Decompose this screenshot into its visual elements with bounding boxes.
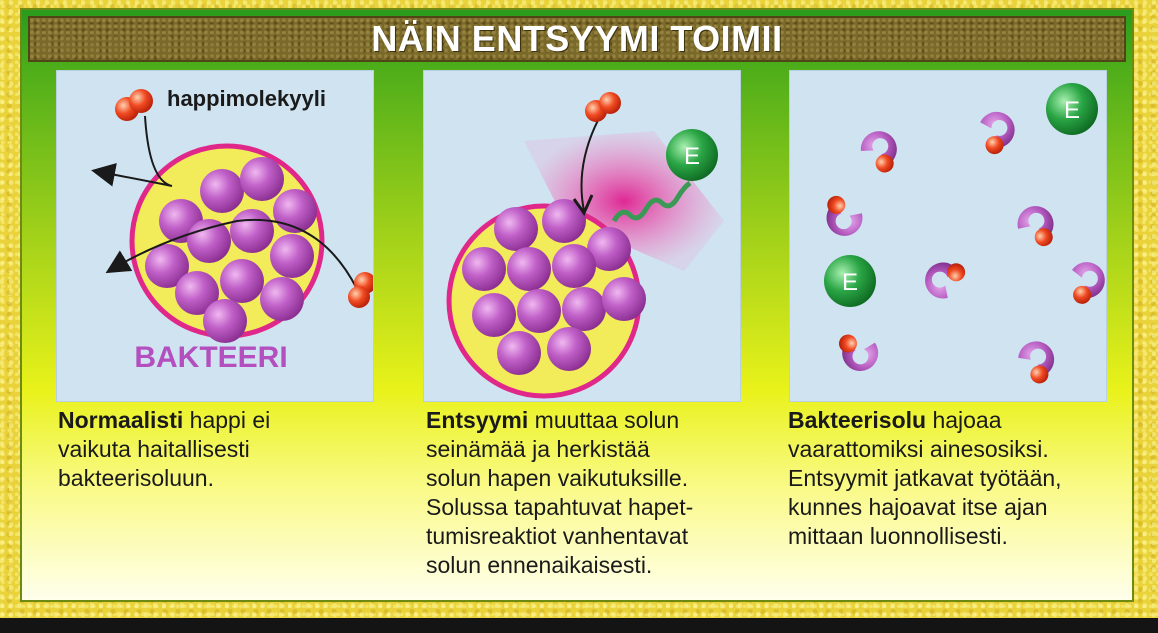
caption-line: Solussa tapahtuvat hapet- [426, 494, 694, 520]
enzyme-e: E [666, 129, 718, 181]
svg-text:E: E [842, 269, 858, 296]
caption-line: tumisreaktiot vanhentavat [426, 523, 689, 549]
caption-line: hajoaa [926, 407, 1002, 433]
caption-line: happi ei [183, 407, 271, 433]
svg-text:E: E [1064, 97, 1080, 124]
diagram-panel: NÄIN ENTSYYMI TOIMII [20, 8, 1134, 602]
label-oxygen-molecule: happimolekyyli [167, 86, 326, 111]
label-bacterium: BAKTEERI [134, 341, 287, 374]
crack-mark [572, 194, 594, 217]
illustration-cell-breakdown: E E [789, 70, 1107, 402]
deflection-arrow-top [91, 115, 173, 187]
caption-line: mittaan luonnollisesti. [788, 523, 1008, 549]
caption-line: solun hapen vaikutuksille. [426, 465, 689, 491]
enzyme-e: E [1046, 83, 1098, 135]
caption-line: bakteerisoluun. [58, 465, 214, 491]
caption-line: seinämää ja herkistää [426, 436, 650, 462]
caption-bold: Entsyymi [426, 407, 529, 433]
diagram-title: NÄIN ENTSYYMI TOIMII [371, 18, 783, 59]
caption-line: solun ennenaikaisesti. [426, 552, 653, 578]
illustration-normal: happimolekyyli BA [56, 70, 374, 402]
fragment [816, 188, 869, 243]
caption-line: kunnes hajoavat itse ajan [788, 494, 1048, 520]
caption-bold: Normaalisti [58, 407, 184, 433]
caption-normal: Normaalisti happi ei vaikuta haitallises… [58, 406, 403, 493]
fragment [829, 323, 886, 379]
caption-line: Entsyymit jatkavat työtään, [788, 465, 1062, 491]
caption-line: vaarattomiksi ainesosiksi. [788, 436, 1049, 462]
fragment [918, 252, 973, 305]
bacterium-cell [446, 199, 646, 399]
fragment [856, 126, 905, 179]
fragment [1011, 199, 1064, 254]
caption-cell-breakdown: Bakteerisolu hajoaa vaarattomiksi aineso… [788, 406, 1133, 551]
enzyme-tether [611, 180, 692, 223]
bacterium-cell [129, 143, 325, 343]
fragment [975, 109, 1018, 158]
svg-text:E: E [684, 143, 700, 170]
fragment [1015, 338, 1059, 387]
deflection-arrow-bottom [105, 218, 358, 290]
oxygen-molecule [348, 272, 373, 308]
illustration-enzyme-action: E [423, 70, 741, 402]
caption-bold: Bakteerisolu [788, 407, 927, 433]
caption-line: muuttaa solun [528, 407, 680, 433]
title-bar: NÄIN ENTSYYMI TOIMII [28, 16, 1126, 62]
enzyme-e: E [824, 255, 876, 307]
fragment [1062, 257, 1106, 310]
oxygen-molecule [115, 89, 153, 121]
caption-line: vaikuta haitallisesti [58, 436, 250, 462]
oxygen-molecule [585, 92, 621, 122]
bottom-border [0, 618, 1158, 633]
caption-enzyme-action: Entsyymi muuttaa solun seinämää ja herki… [426, 406, 771, 580]
